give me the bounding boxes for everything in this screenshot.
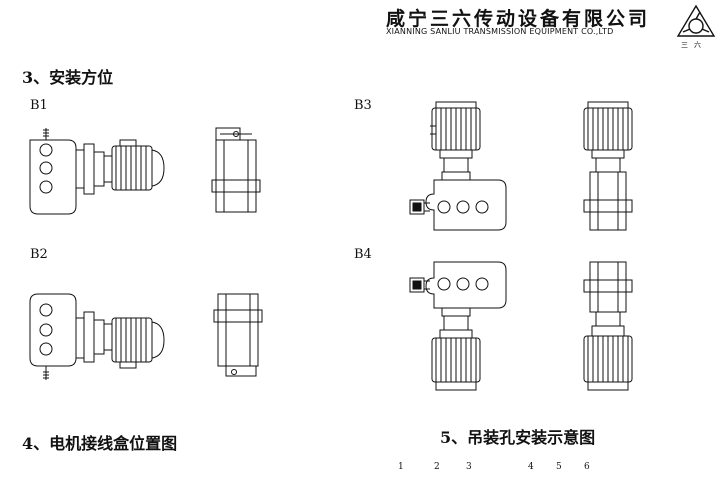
footer-number-6: 6	[584, 462, 590, 472]
label-b4: B4	[354, 247, 372, 262]
b4-side-view	[583, 261, 633, 391]
footer-number-2: 2	[434, 462, 440, 472]
b4-front-view	[409, 261, 507, 391]
label-b2: B2	[30, 247, 48, 262]
b2-side-view	[213, 293, 263, 377]
footer-number-1: 1	[398, 462, 404, 472]
logo-caption: 三六	[681, 41, 707, 49]
lifting-hole-heading: 5、吊装孔安装示意图	[440, 428, 596, 447]
footer-number-5: 5	[556, 462, 562, 472]
mounting-position-heading: 3、安装方位	[22, 68, 114, 87]
label-b3: B3	[354, 98, 372, 113]
b2-front-view	[29, 293, 165, 380]
company-name-cn: 咸宁三六传动设备有限公司	[386, 8, 651, 30]
label-b1: B1	[30, 98, 48, 113]
b3-front-view	[409, 101, 507, 231]
b3-side-view	[583, 101, 633, 231]
company-name-en: XIANNING SANLIU TRANSMISSION EQUIPMENT C…	[386, 27, 614, 36]
company-logo	[676, 4, 716, 37]
b1-front-view	[29, 128, 165, 215]
footer-number-4: 4	[528, 462, 534, 472]
b1-side-view	[211, 127, 261, 213]
terminal-box-heading: 4、电机接线盒位置图	[22, 434, 178, 453]
footer-number-3: 3	[466, 462, 472, 472]
